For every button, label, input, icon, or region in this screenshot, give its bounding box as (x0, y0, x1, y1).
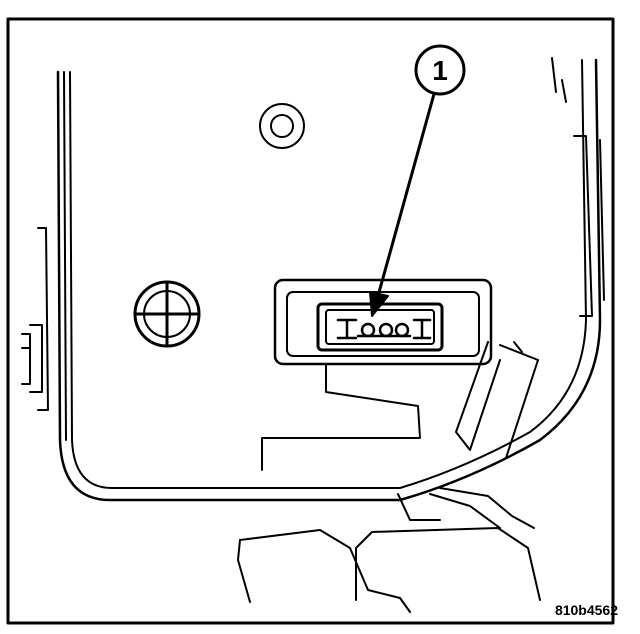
figure-frame (6, 17, 615, 625)
figure-id: 810b4562 (554, 602, 618, 618)
callout-1: 1 (369, 44, 466, 317)
trim-panel-rim-left (63, 71, 67, 441)
left-edge-bracket (21, 227, 49, 411)
callout-number: 1 (432, 55, 448, 86)
trim-panel-inner-outline (69, 59, 587, 489)
connector-housing (273, 278, 493, 366)
callout-circle (414, 44, 466, 96)
callout-arrow-shaft (376, 92, 436, 298)
connector-mount-bracket (261, 363, 421, 471)
trim-panel-outer-outline (56, 58, 602, 502)
support-strut (455, 341, 539, 459)
lower-mechanism (237, 487, 541, 613)
right-edge-bracket (561, 79, 605, 317)
callout-arrowhead (369, 291, 389, 317)
crossed-access-plug (133, 280, 201, 348)
round-plug (259, 103, 305, 149)
connector-pins (336, 318, 432, 340)
trim-panel-rim-right (551, 57, 557, 93)
